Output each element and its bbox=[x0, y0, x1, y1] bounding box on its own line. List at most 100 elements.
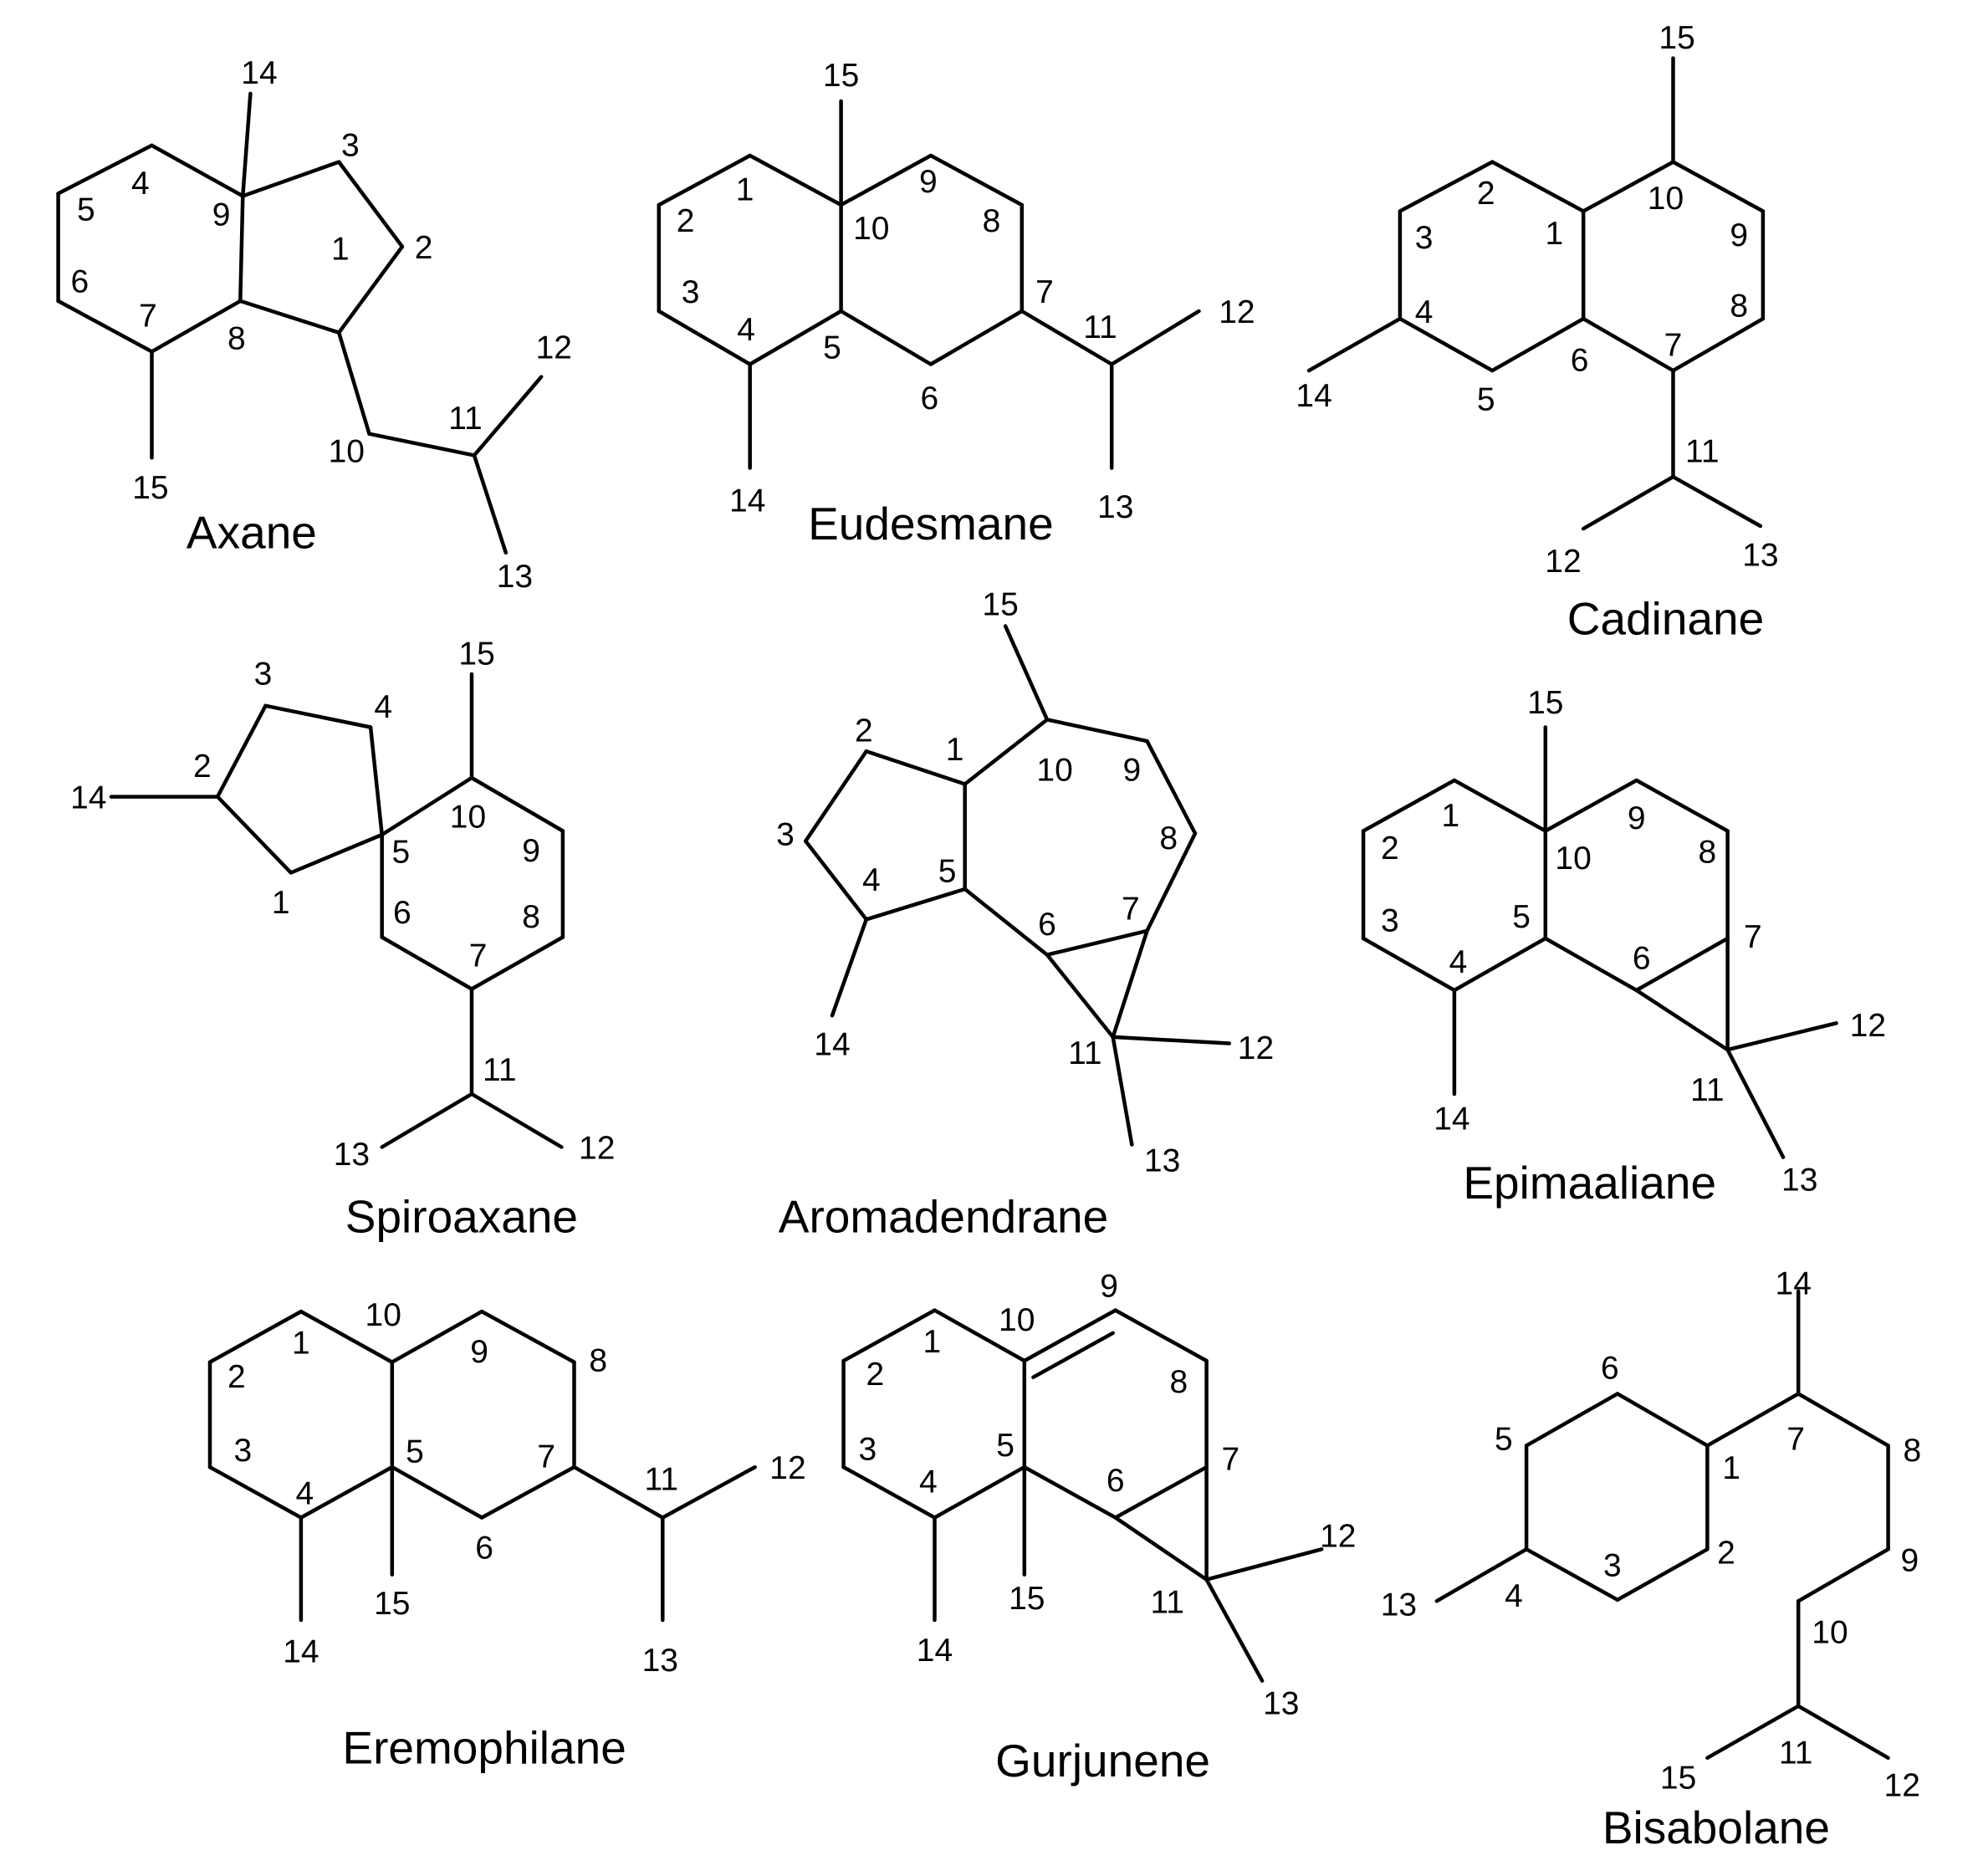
axane-atom-label: 10 bbox=[329, 433, 365, 469]
eremophilane-bond bbox=[572, 1465, 665, 1520]
bisabolane-atom-label: 10 bbox=[1812, 1615, 1848, 1651]
gurjunene-atom-label: 3 bbox=[858, 1431, 877, 1467]
cadinane-bond bbox=[1581, 474, 1675, 531]
aromadendrane-bond bbox=[1045, 718, 1149, 744]
spiroaxane-bond bbox=[469, 935, 565, 991]
aromadendrane-bond bbox=[803, 749, 869, 843]
bisabolane-bond bbox=[1615, 1392, 1710, 1448]
gurjunene-atom-label: 2 bbox=[866, 1357, 885, 1393]
eudesmane-atom-label: 14 bbox=[729, 483, 765, 519]
epimaaliane-bond bbox=[1361, 936, 1457, 993]
gurjunene-atom-label: 5 bbox=[996, 1428, 1014, 1464]
eudesmane-atom-label: 9 bbox=[919, 164, 938, 200]
axane-bond bbox=[472, 453, 509, 555]
eremophilane-bond bbox=[207, 1465, 304, 1520]
aromadendrane-bond bbox=[864, 887, 967, 922]
bisabolane-bond bbox=[1705, 1392, 1801, 1448]
spiroaxane-bond bbox=[368, 725, 384, 837]
cadinane-atom-label: 8 bbox=[1730, 288, 1748, 324]
axane-atom-label: 5 bbox=[77, 192, 95, 228]
aromadendrane-atom-label: 2 bbox=[855, 713, 873, 749]
aromadendrane-atom-label: 11 bbox=[1068, 1035, 1102, 1071]
bisabolane-bond bbox=[1796, 1547, 1890, 1603]
axane-atom-label: 7 bbox=[139, 299, 157, 335]
gurjunene-bond bbox=[1204, 1547, 1324, 1582]
eudesmane-bond bbox=[748, 309, 843, 366]
aromadendrane-atom-label: 4 bbox=[862, 862, 881, 898]
epimaaliane-atom-label: 11 bbox=[1690, 1072, 1725, 1108]
cadinane-bond bbox=[1398, 160, 1495, 213]
cadinane-atom-label: 13 bbox=[1742, 537, 1778, 573]
aromadendrane-bond bbox=[1111, 928, 1149, 1040]
spiroaxane-atom-label: 6 bbox=[393, 895, 411, 931]
eudesmane-atom-label: 2 bbox=[677, 203, 695, 239]
gurjunene-bond bbox=[1113, 1465, 1209, 1520]
gurjunene-bond bbox=[1031, 1331, 1115, 1379]
aromadendrane-atom-label: 7 bbox=[1122, 892, 1140, 928]
spiroaxane-bond bbox=[289, 832, 384, 875]
cadinane-atom-label: 14 bbox=[1296, 378, 1331, 414]
spiroaxane-atom-label: 3 bbox=[254, 657, 273, 693]
eudesmane-bond bbox=[1020, 309, 1114, 366]
eremophilane-bond bbox=[390, 1465, 484, 1520]
gurjunene-bond bbox=[841, 1308, 937, 1363]
eremophilane-bond bbox=[390, 1309, 484, 1364]
axane-bond bbox=[238, 194, 245, 304]
spiroaxane-atom-label: 13 bbox=[334, 1137, 370, 1173]
bisabolane-atom-label: 7 bbox=[1786, 1421, 1805, 1457]
spiroaxane-atom-label: 15 bbox=[458, 636, 494, 672]
epimaaliane-atom-label: 12 bbox=[1850, 1008, 1886, 1044]
cadinane-atom-label: 11 bbox=[1685, 433, 1720, 469]
eremophilane-bond bbox=[207, 1309, 304, 1364]
axane-bond bbox=[56, 143, 154, 196]
axane-bond bbox=[56, 299, 154, 354]
spiroaxane-atom-label: 14 bbox=[70, 780, 106, 816]
eudesmane-atom-label: 1 bbox=[736, 171, 754, 207]
eudesmane-bond bbox=[657, 153, 752, 207]
gurjunene-bond bbox=[933, 1308, 1027, 1363]
gurjunene-atom-label: 8 bbox=[1169, 1364, 1188, 1400]
epimaaliane-bond bbox=[1361, 778, 1457, 833]
eremophilane-atom-label: 9 bbox=[470, 1334, 488, 1370]
spiroaxane-atom-label: 4 bbox=[374, 689, 392, 725]
eremophilane-atom-label: 5 bbox=[406, 1434, 424, 1470]
spiroaxane-bond bbox=[380, 1091, 474, 1149]
epimaaliane-bond bbox=[1543, 778, 1638, 833]
eremophilane-atom-label: 15 bbox=[374, 1586, 410, 1622]
eudesmane-bond bbox=[928, 153, 1025, 207]
aromadendrane-atom-label: 9 bbox=[1122, 752, 1141, 788]
epimaaliane-atom-label: 7 bbox=[1744, 919, 1762, 955]
eudesmane-atom-label: 10 bbox=[853, 211, 889, 247]
axane-bond bbox=[336, 244, 405, 335]
axane-atom-label: 15 bbox=[132, 470, 168, 506]
eremophilane-atom-label: 3 bbox=[233, 1433, 252, 1469]
axane-atom-label: 8 bbox=[227, 321, 246, 357]
axane-atom-label: 11 bbox=[448, 401, 483, 437]
axane-bond bbox=[241, 160, 341, 198]
gurjunene-bond bbox=[1204, 1577, 1265, 1683]
axane-atom-label: 6 bbox=[70, 264, 89, 300]
aromadendrane-bond bbox=[864, 749, 967, 786]
axane-atom-label: 3 bbox=[341, 127, 360, 163]
epimaaliane-bond bbox=[1452, 778, 1548, 833]
gurjunene-bond bbox=[841, 1465, 937, 1520]
eudesmane-bond bbox=[748, 153, 843, 207]
epimaaliane-atom-label: 6 bbox=[1633, 941, 1651, 977]
gurjunene-atom-label: 13 bbox=[1263, 1685, 1299, 1721]
bisabolane-bond bbox=[1796, 1704, 1890, 1761]
axane-bond bbox=[150, 299, 243, 354]
eremophilane-atom-label: 4 bbox=[296, 1475, 314, 1511]
spiroaxane-bond bbox=[469, 1091, 564, 1149]
gurjunene-bond bbox=[1113, 1308, 1209, 1363]
gurjunene-atom-label: 1 bbox=[923, 1324, 942, 1360]
aromadendrane-atom-label: 6 bbox=[1038, 907, 1056, 943]
gurjunene-bond bbox=[1113, 1516, 1209, 1582]
aromadendrane-name-caption: Aromadendrane bbox=[779, 1191, 1108, 1243]
eudesmane-atom-label: 11 bbox=[1083, 309, 1117, 345]
bisabolane-atom-label: 9 bbox=[1900, 1543, 1919, 1579]
